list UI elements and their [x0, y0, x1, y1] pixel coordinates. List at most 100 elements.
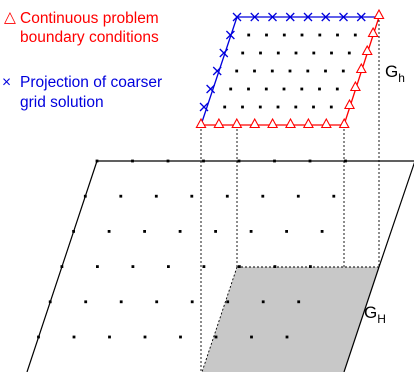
coarse-grid-node — [143, 335, 147, 339]
projection-guides — [200, 20, 380, 372]
coarse-grid-node — [96, 265, 99, 268]
fine-grid-node — [247, 33, 251, 37]
coarse-grid-node — [179, 335, 182, 339]
projection-legend-line-1: Projection of coarser — [20, 74, 162, 91]
fine-grid-node — [300, 33, 304, 37]
coarse-grid-node — [119, 300, 123, 304]
coarse-grid-node — [108, 335, 111, 339]
cross-marker — [199, 102, 209, 112]
fine-grid-node — [324, 69, 327, 73]
coarse-grid-node — [309, 265, 312, 268]
fine-grid-node — [347, 51, 351, 55]
coarse-grid-label: GH — [364, 303, 386, 326]
coarse-grid-node — [178, 230, 182, 233]
fine-grid-node — [318, 87, 321, 91]
coarse-grid-node — [154, 194, 158, 198]
coarse-grid-node — [107, 230, 111, 233]
fine-grid-node — [276, 105, 280, 109]
fine-grid-node — [223, 105, 227, 109]
coarse-grid-node — [238, 265, 241, 268]
coarse-grid-node — [190, 194, 194, 198]
fine-grid-node — [264, 87, 268, 91]
coarse-grid-node — [226, 300, 230, 304]
coarse-grid-node — [285, 230, 288, 233]
cross-marker — [212, 66, 222, 76]
fine-grid-node — [282, 33, 286, 37]
legend: △ Continuous problem boundary conditions… — [2, 9, 162, 111]
fine-grid-node — [300, 87, 304, 91]
coarse-grid-node — [131, 159, 134, 163]
fine-grid-node — [329, 105, 333, 109]
triangle-marker — [195, 117, 207, 129]
cross-legend-icon: × — [2, 74, 11, 91]
cross-marker — [339, 12, 348, 22]
coarse-grid-label-subscript: H — [377, 312, 386, 326]
coarse-grid-node — [83, 194, 87, 198]
fine-grid-node — [288, 69, 292, 73]
cross-marker — [303, 12, 313, 22]
triangle-marker — [302, 117, 314, 129]
triangle-marker — [338, 117, 350, 129]
coarse-grid-node — [202, 265, 206, 268]
coarse-grid-node — [143, 230, 146, 233]
guide-highlight-left — [201, 266, 238, 372]
coarse-grid-node — [214, 335, 218, 339]
coarse-grid-node — [202, 159, 205, 163]
cross-marker — [219, 48, 229, 58]
fine-grid-node — [330, 51, 333, 55]
fine-grid-node — [336, 33, 339, 37]
triangle-legend-icon: △ — [4, 9, 17, 26]
fine-grid-node — [259, 51, 262, 55]
coarse-grid-node — [119, 194, 123, 198]
coarse-grid-node — [131, 265, 135, 268]
fine-grid-node — [270, 69, 274, 73]
fine-grid-label-main: G — [385, 62, 398, 81]
fine-grid-node — [294, 105, 298, 109]
coarse-grid-node — [72, 335, 76, 339]
coarse-grid-node — [250, 335, 253, 339]
coarse-grid-node — [261, 194, 265, 198]
fine-grid-node — [258, 105, 262, 109]
triangle-marker — [361, 44, 373, 56]
fine-grid-nodes — [223, 33, 357, 109]
coarse-grid-node — [190, 300, 194, 304]
fine-grid-node — [353, 33, 357, 37]
cross-marker — [225, 30, 235, 40]
fine-grid-node — [282, 87, 286, 91]
fine-grid-node — [241, 51, 245, 55]
coarse-grid-node — [249, 230, 253, 233]
coarse-grid-right-edge — [378, 162, 414, 268]
triangle-marker — [213, 117, 225, 129]
cross-marker — [285, 12, 295, 22]
coarse-grid-node — [167, 265, 170, 268]
fine-grid-node — [341, 69, 345, 73]
coarse-grid-node — [344, 159, 347, 163]
boundary-legend-line-2: boundary conditions — [20, 29, 159, 46]
coarse-highlight-right-edge — [343, 266, 380, 372]
fine-grid-node — [306, 69, 310, 73]
fine-grid-node — [247, 87, 250, 91]
coarse-grid-node — [214, 230, 217, 233]
cross-marker — [232, 12, 242, 22]
fine-grid-node — [335, 87, 339, 91]
coarse-grid-node — [225, 194, 229, 198]
triangle-marker — [284, 117, 297, 129]
cross-marker — [206, 84, 216, 94]
triangle-marker — [367, 26, 379, 38]
fine-grid-node — [253, 69, 256, 73]
fine-grid-node — [241, 105, 244, 109]
coarse-grid-node — [84, 300, 88, 304]
coarse-grid-node — [166, 159, 170, 163]
fine-grid-label: Gh — [385, 62, 405, 85]
coarse-grid-highlighted-cell — [202, 267, 379, 372]
coarse-grid-node — [332, 194, 336, 198]
fine-grid-node — [318, 33, 322, 37]
triangle-marker — [249, 117, 261, 129]
coarse-grid-node — [60, 265, 64, 268]
coarse-grid-node — [308, 159, 312, 163]
triangle-marker — [320, 117, 332, 129]
cross-marker — [356, 12, 366, 22]
triangle-marker — [231, 117, 243, 129]
triangle-marker — [355, 62, 367, 74]
